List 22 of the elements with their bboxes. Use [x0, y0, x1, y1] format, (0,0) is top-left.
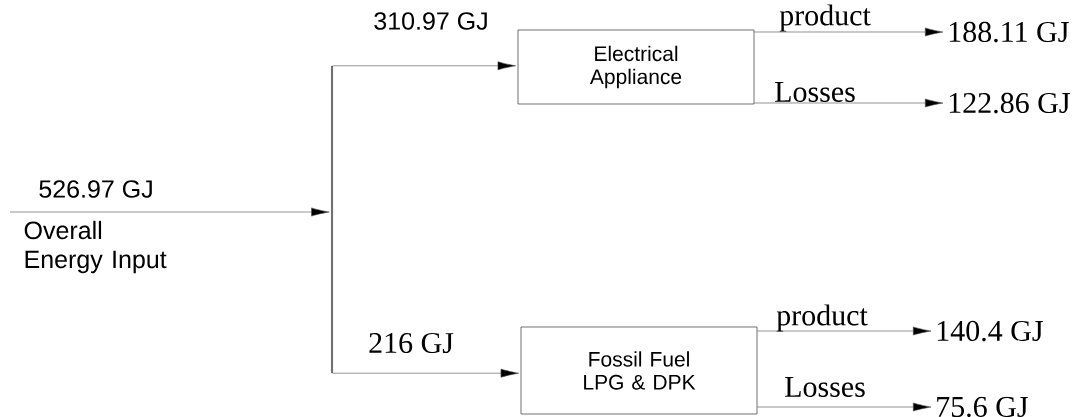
- edge-label: Losses: [785, 377, 865, 397]
- output-value: 188.11 GJ: [949, 21, 1069, 43]
- arrow: [754, 98, 944, 108]
- arrow: [332, 368, 519, 378]
- arrow: [757, 402, 932, 412]
- edge-label: Losses: [775, 82, 855, 102]
- output-value: 140.4 GJ: [937, 320, 1043, 342]
- process-box: Fossil Fuel LPG & DPK: [520, 326, 758, 415]
- arrow: [9, 207, 330, 217]
- edge-label: 526.97 GJ: [39, 180, 152, 198]
- edge-label: 216 GJ: [369, 332, 454, 354]
- process-box: Electrical Appliance: [517, 29, 755, 105]
- output-value: 122.86 GJ: [949, 92, 1070, 114]
- edge-label: product: [776, 304, 868, 332]
- note-text: Overall Energy Input: [24, 220, 167, 274]
- arrow: [754, 27, 944, 37]
- output-value: 75.6 GJ: [937, 396, 1028, 417]
- edge-label: 310.97 GJ: [374, 12, 487, 30]
- junction-line: [331, 65, 333, 374]
- arrow: [757, 326, 932, 336]
- arrow: [332, 61, 516, 71]
- edge-label: product: [779, 4, 871, 32]
